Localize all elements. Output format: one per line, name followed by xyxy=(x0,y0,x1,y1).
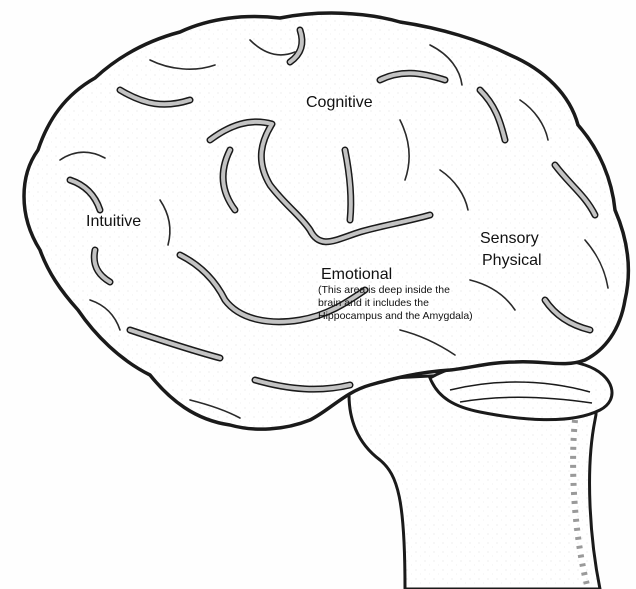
label-cognitive: Cognitive xyxy=(306,94,373,112)
label-emotional: Emotional xyxy=(321,266,392,284)
label-intuitive: Intuitive xyxy=(86,213,141,231)
label-sensory: Sensory xyxy=(480,230,539,248)
label-physical: Physical xyxy=(482,252,542,270)
label-emotional-note: (This area is deep inside the brain and … xyxy=(318,284,473,323)
